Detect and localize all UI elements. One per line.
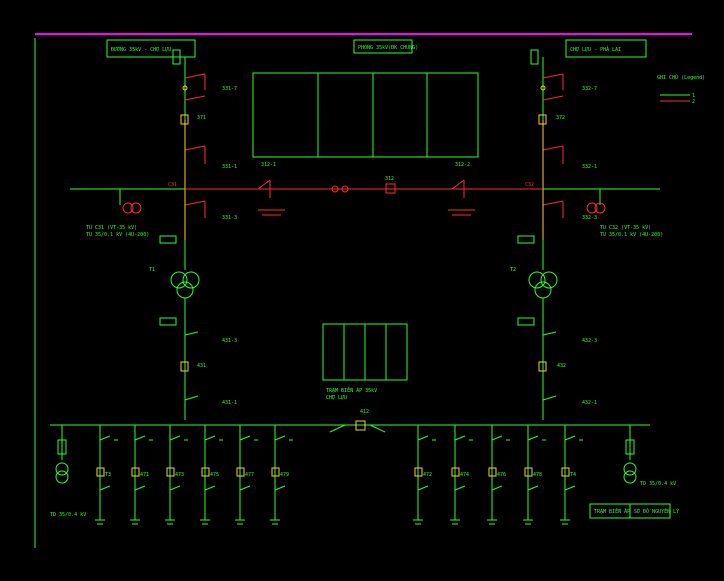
left-bay-label-1: 331-7 bbox=[222, 86, 237, 92]
left-feeder-label: 471 bbox=[140, 472, 149, 478]
feeders-right: 472 474 476 478 T4 bbox=[413, 425, 583, 525]
left-mid-label-2: 431 bbox=[197, 363, 206, 369]
left-feeder-label: 477 bbox=[245, 472, 254, 478]
right-mid-label-3: 432-1 bbox=[582, 400, 597, 406]
bus-label-left: C31 bbox=[168, 182, 177, 188]
coupler-label-2: 312 bbox=[385, 176, 394, 182]
right-feeder-label: 478 bbox=[533, 472, 542, 478]
left-transformer-label: T1 bbox=[149, 267, 155, 273]
left-feeder-label: T3 bbox=[105, 472, 111, 478]
aux-transformer-left bbox=[55, 425, 69, 484]
right-mid-breaker bbox=[538, 361, 547, 372]
right-bay-label-3: 332-1 bbox=[582, 164, 597, 170]
left-feeder-1: T3 bbox=[95, 425, 118, 525]
left-feeder-label: 475 bbox=[210, 472, 219, 478]
lv-bus-tie bbox=[329, 420, 386, 433]
feeders-left: T3 471 473 475 477 479 bbox=[95, 425, 293, 525]
left-mid-label-1: 431-3 bbox=[222, 338, 237, 344]
left-source-box bbox=[106, 39, 196, 58]
left-bay-label-2: 371 bbox=[197, 115, 206, 121]
right-vt-label-1: TU C32 (VT-35 kV) bbox=[600, 225, 651, 231]
left-vt bbox=[119, 189, 142, 214]
coupler-label-1: 312-1 bbox=[261, 162, 276, 168]
right-feeder-4: 478 bbox=[523, 425, 546, 525]
center-title-box bbox=[353, 39, 413, 54]
coupler-label-3: 312-2 bbox=[455, 162, 470, 168]
right-bay-label-1: 332-7 bbox=[582, 86, 597, 92]
left-source-label: ĐƯỜNG 35kV - CHỢ LỰU bbox=[111, 46, 171, 53]
left-feeder-label: 473 bbox=[175, 472, 184, 478]
left-feeder-2: 471 bbox=[130, 425, 153, 525]
left-ct-top bbox=[159, 235, 177, 244]
title-block-2: SƠ ĐỒ NGUYÊN LÝ bbox=[634, 507, 679, 515]
aux-label-left: TD 35/0.4 kV bbox=[50, 512, 86, 518]
legend-title: GHI CHÚ (Legend) bbox=[657, 74, 705, 81]
right-feeder-5: T4 bbox=[560, 425, 583, 525]
right-feeder-label: 472 bbox=[423, 472, 432, 478]
note-box-line-2: CHỢ LỰU bbox=[326, 395, 347, 401]
left-mid-switches bbox=[184, 331, 199, 401]
bus-label-right: C32 bbox=[525, 182, 534, 188]
left-bay-label-4: 331-3 bbox=[222, 215, 237, 221]
note-box-line-1: TRẠM BIẾN ÁP 35kV bbox=[326, 386, 377, 394]
right-arrester bbox=[530, 49, 539, 65]
right-vt-label-2: TU 35/0.1 kV (4U-200) bbox=[600, 232, 663, 238]
bus-coupler bbox=[257, 179, 475, 216]
left-feeder-4: 475 bbox=[200, 425, 223, 525]
left-bay-label-3: 331-1 bbox=[222, 164, 237, 170]
right-feeder-label: 474 bbox=[460, 472, 469, 478]
right-transformer-label: T2 bbox=[510, 267, 516, 273]
left-transformer bbox=[170, 240, 200, 420]
left-arrester bbox=[172, 49, 181, 65]
right-feeder-1: 472 bbox=[413, 425, 436, 525]
right-mid-label-1: 432-3 bbox=[582, 338, 597, 344]
left-bay-top bbox=[180, 73, 206, 240]
right-feeder-label: T4 bbox=[570, 472, 576, 478]
left-ct-bottom bbox=[159, 317, 177, 326]
right-vt bbox=[586, 189, 606, 214]
bus-tie-label: 412 bbox=[360, 409, 369, 415]
aux-transformer-right bbox=[623, 425, 637, 484]
left-mid-label-3: 431-1 bbox=[222, 400, 237, 406]
right-feeder-2: 474 bbox=[450, 425, 473, 525]
right-mid-switches bbox=[542, 331, 557, 401]
legend-item-2: 2 bbox=[692, 99, 695, 105]
left-vt-label-1: TU C31 (VT-35 kV) bbox=[86, 225, 137, 231]
left-feeder-label: 479 bbox=[280, 472, 289, 478]
left-feeder-6: 479 bbox=[270, 425, 293, 525]
right-mid-label-2: 432 bbox=[557, 363, 566, 369]
right-ct-bottom bbox=[517, 317, 535, 326]
left-feeder-3: 473 bbox=[165, 425, 188, 525]
right-bay-label-4: 332-3 bbox=[582, 215, 597, 221]
center-title-label: PHÒNG 35kV(ĐK CHUNG) bbox=[358, 44, 418, 51]
left-vt-label-2: TU 35/0.1 kV (4U-200) bbox=[86, 232, 149, 238]
legend-item-1: 1 bbox=[692, 93, 695, 99]
info-table-top bbox=[252, 72, 479, 158]
right-ct-top bbox=[517, 235, 535, 244]
right-source-box bbox=[565, 39, 647, 58]
right-bay-label-2: 372 bbox=[556, 115, 565, 121]
left-feeder-5: 477 bbox=[235, 425, 258, 525]
right-feeder-3: 476 bbox=[487, 425, 510, 525]
title-block-1: TRẠM BIẾN ÁP bbox=[594, 507, 630, 515]
right-feeder-label: 476 bbox=[497, 472, 506, 478]
right-transformer bbox=[528, 240, 558, 420]
left-mid-breaker bbox=[180, 361, 189, 372]
right-source-label: CHỢ LỰU - PHẢ LẠI bbox=[570, 45, 621, 53]
aux-label-right: TD 35/0.4 kV bbox=[640, 481, 676, 487]
right-bay-top bbox=[538, 73, 564, 240]
